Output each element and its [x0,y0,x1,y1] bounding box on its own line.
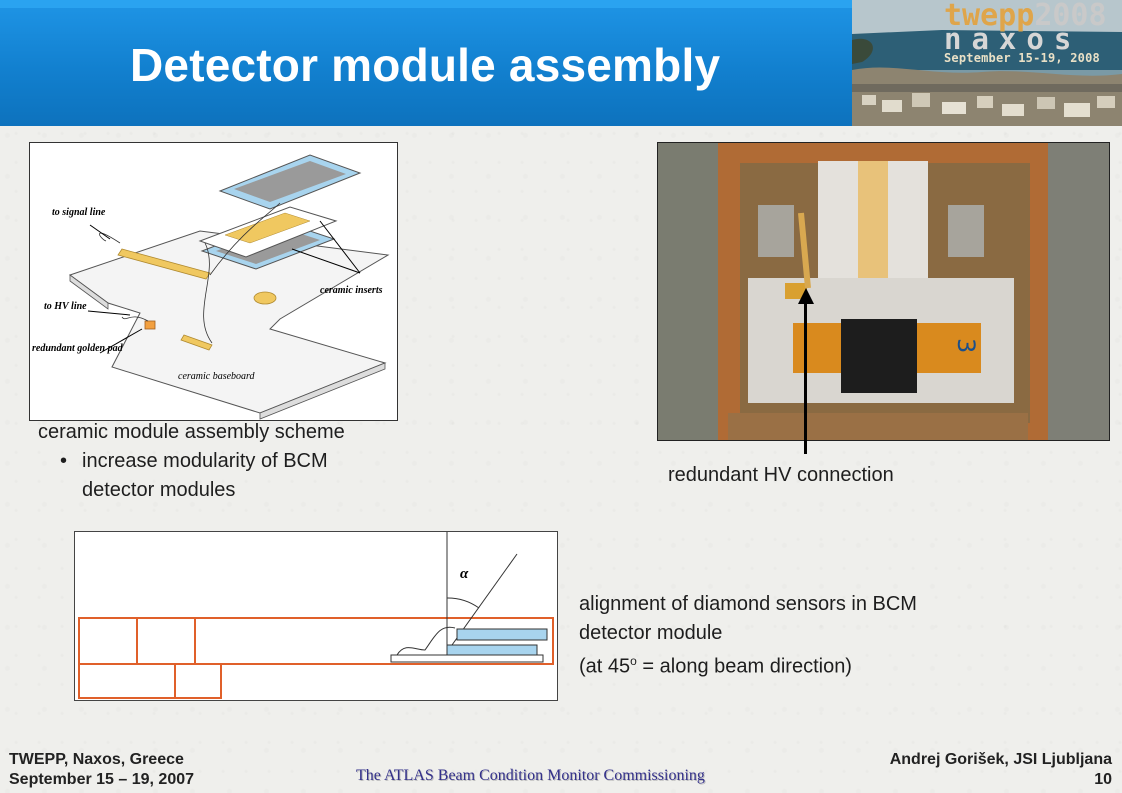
footer-author: Andrej Gorišek, JSI Ljubljana 10 [890,750,1112,790]
logo-line-1: twepp2008 [944,0,1107,33]
hv-arrow-head [798,288,814,304]
hv-connection-caption: redundant HV connection [668,464,894,486]
handwritten-mark: 3 [952,338,980,353]
footer-talk-title: The ATLAS Beam Condition Monitor Commiss… [356,767,705,784]
assembly-caption: ceramic module assembly scheme [38,421,345,443]
label-ceramic-baseboard: ceramic baseboard [178,371,256,382]
alpha-label: α [460,566,469,582]
module-photo: 3 [657,142,1110,441]
footer-author-name: Andrej Gorišek, JSI Ljubljana [889,751,1112,768]
logo-line-2: naxos [944,22,1082,56]
page-number: 10 [1094,771,1112,788]
title-bar: Detector module assembly [0,0,852,126]
alignment-caption-degree: o [630,654,637,668]
label-to-hv-line: to HV line [44,301,87,312]
label-ceramic-inserts: ceramic inserts [320,285,383,296]
bullet-dot: • [60,450,68,472]
title-bar-strip [0,0,852,8]
bullet-text: increase modularity of BCM detector modu… [82,450,328,501]
footer-venue: TWEPP, Naxos, Greece September 15 – 19, … [9,750,194,790]
alignment-figure: α [74,531,558,701]
conference-logo: twepp2008 naxos September 15-19, 2008 [852,0,1122,126]
label-redundant-golden-pad: redundant golden pad [32,343,124,354]
slide-title: Detector module assembly [130,39,721,91]
hv-connection-arrow [804,300,807,454]
label-to-signal-line: to signal line [52,207,106,218]
alignment-caption-text: alignment of diamond sensors in BCM dete… [579,593,917,644]
footer-venue-line1: TWEPP, Naxos, Greece [9,751,184,768]
alignment-caption-line3-pre: (at 45 [579,655,631,678]
footer-venue-line2: September 15 – 19, 2007 [9,771,195,788]
alignment-caption-line3-post: = along beam direction) [636,655,852,678]
alignment-caption: alignment of diamond sensors in BCM dete… [579,590,959,681]
assembly-scheme-figure: to signal line to HV line redundant gold… [29,142,398,421]
logo-line-3: September 15-19, 2008 [944,51,1100,65]
